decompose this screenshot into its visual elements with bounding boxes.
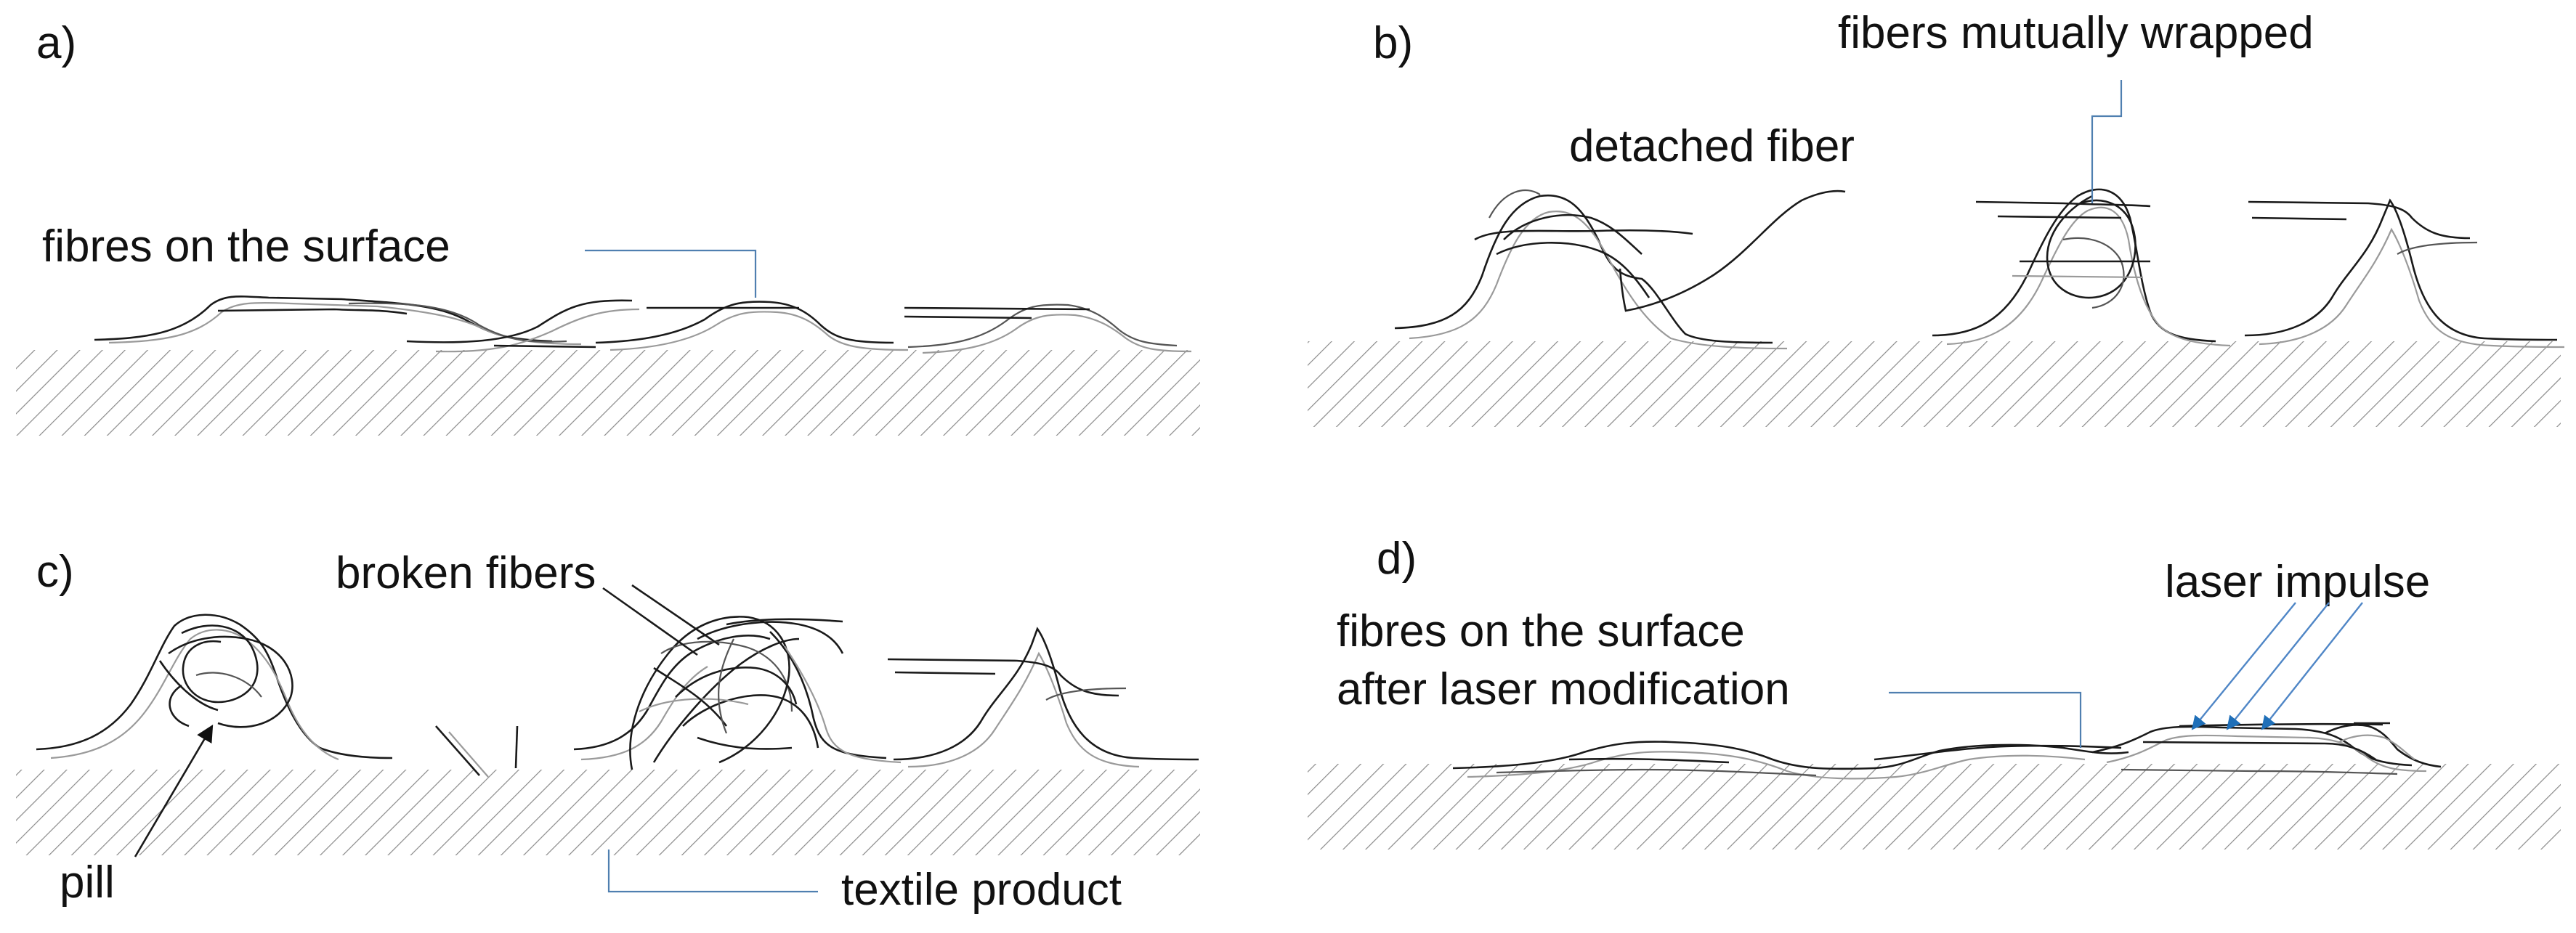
label-pill: pill: [60, 857, 115, 908]
panel-d-letter: d): [1377, 534, 1417, 584]
label-detached-fiber: detached fiber: [1569, 121, 1855, 171]
wrapped-fiber-tuft: [1932, 188, 2231, 347]
textile-substrate-a: [16, 350, 1200, 436]
broken-fiber-fragments: [435, 725, 519, 778]
label-fibres-after-laser-line1: fibres on the surface: [1337, 606, 1745, 656]
label-textile-product: textile product: [841, 865, 1122, 915]
broken-fiber-tangle: [573, 616, 902, 770]
panel-a-letter: a): [36, 18, 76, 68]
label-fibres-after-laser-line2: after laser modification: [1337, 664, 1790, 714]
pointer-broken-fibers-1: [602, 587, 698, 656]
surface-fibres-a: [94, 296, 1192, 354]
leader-line-textile: [607, 850, 818, 893]
panel-b-letter: b): [1373, 18, 1413, 68]
label-laser-impulse: laser impulse: [2165, 557, 2430, 607]
label-broken-fibers: broken fibers: [336, 548, 596, 598]
leader-line-d: [1889, 691, 2082, 748]
panel-b: b) detached fiber fibers mutually wrappe…: [1308, 8, 2565, 427]
textile-substrate-b: [1308, 341, 2561, 427]
upright-fiber-tuft-c: [887, 627, 1199, 768]
detached-fiber-tuft: [1394, 189, 1846, 350]
leader-line-b: [2091, 80, 2123, 203]
panel-d: d) fibres on the surface after laser mod…: [1308, 534, 2561, 850]
panel-c-letter: c): [36, 547, 74, 597]
upright-fiber-tuft-b: [2244, 198, 2565, 349]
arrow-pill: [134, 724, 214, 857]
leader-line-a: [585, 249, 757, 298]
laser-arrow-2: [2226, 602, 2330, 730]
textile-substrate-c: [16, 770, 1200, 855]
laser-impulse-arrows: [2191, 602, 2363, 730]
label-fibres-on-surface-a: fibres on the surface: [42, 221, 450, 272]
textile-substrate-d: [1308, 764, 2561, 850]
pointer-broken-fibers-2: [631, 584, 720, 646]
panel-c: c): [16, 547, 1200, 915]
laser-arrow-1: [2191, 602, 2296, 730]
label-fibers-mutually-wrapped: fibers mutually wrapped: [1838, 8, 2314, 58]
panel-a: a) fibres on the surface: [16, 18, 1200, 436]
laser-arrow-3: [2261, 602, 2363, 730]
pill-tuft: [36, 614, 393, 761]
